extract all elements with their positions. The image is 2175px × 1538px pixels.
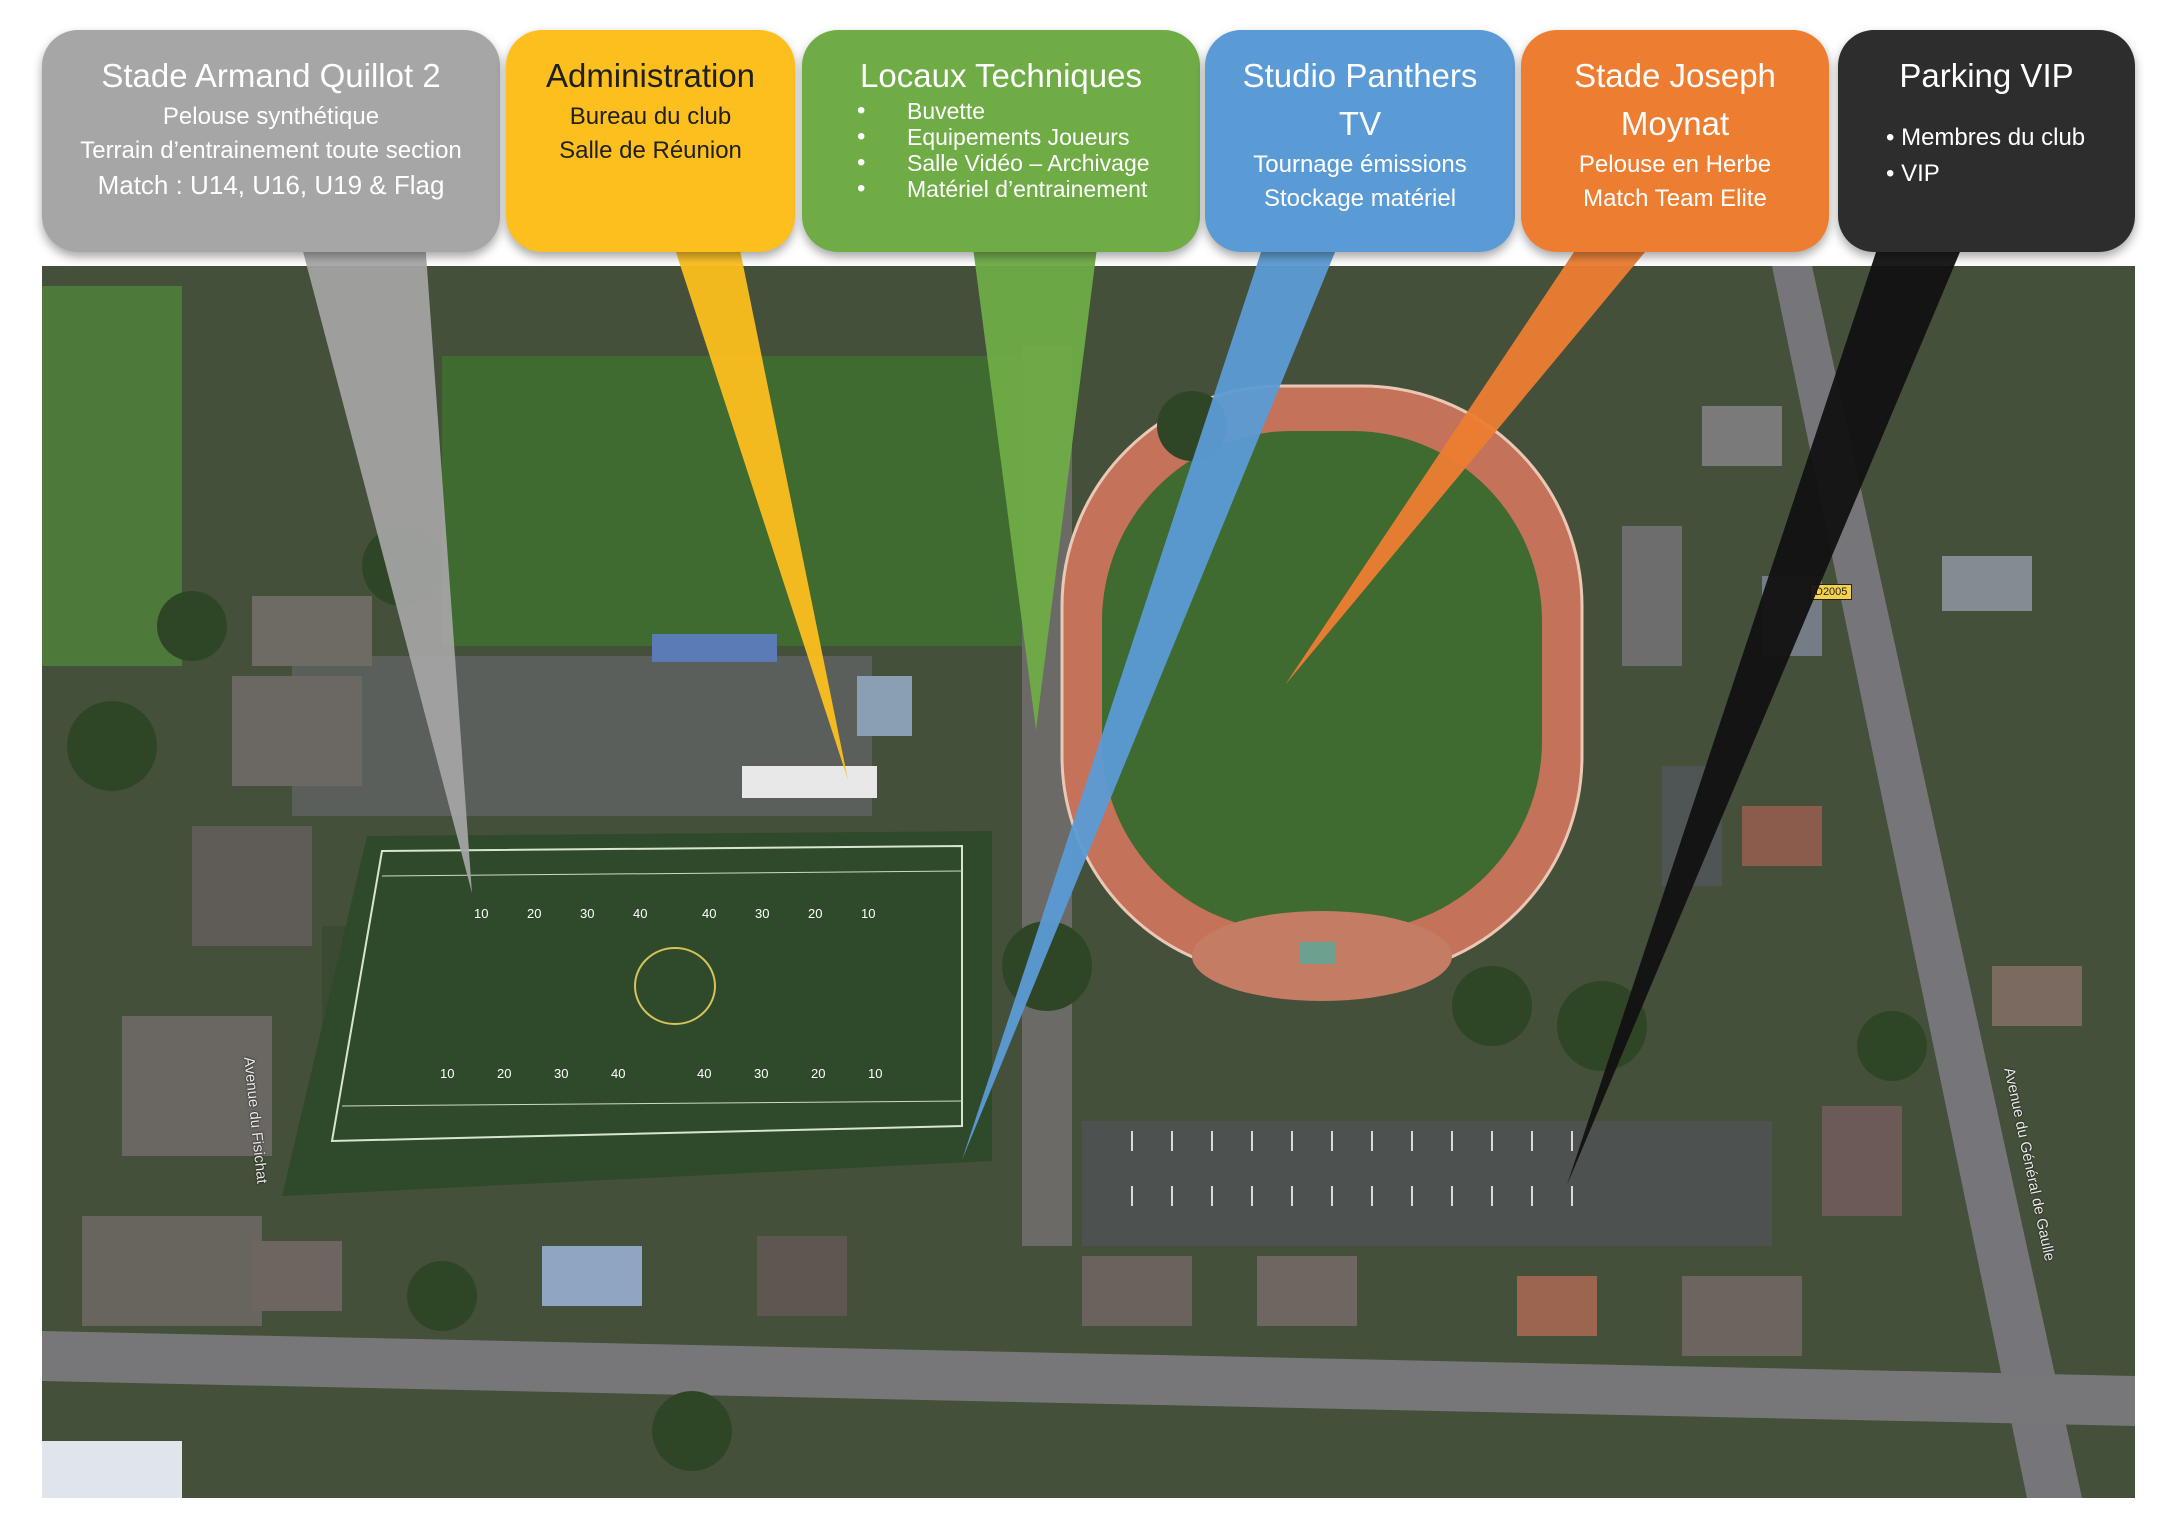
- list-item: Buvette: [857, 98, 1200, 124]
- callout-list: Buvette Equipements Joueurs Salle Vidéo …: [802, 98, 1200, 202]
- yard-number: 40: [697, 1066, 712, 1081]
- yard-number: 10: [474, 906, 489, 921]
- list-item: VIP: [1886, 156, 2135, 192]
- callout-line: Stockage matériel: [1263, 185, 1457, 212]
- callout-line: Match : U14, U16, U19 & Flag: [97, 170, 445, 200]
- callout-title: TV: [1338, 105, 1382, 142]
- callout-title: Studio Panthers: [1242, 57, 1478, 94]
- callout-line: Match Team Elite: [1583, 185, 1767, 212]
- road-shield-d2005: D2005: [1810, 584, 1853, 600]
- yard-number: 30: [554, 1066, 569, 1081]
- callout-line: Tournage émissions: [1253, 151, 1467, 178]
- yard-number: 20: [497, 1066, 512, 1081]
- callout-list: Membres du club VIP: [1838, 120, 2135, 192]
- callout-locaux-techniques: Locaux Techniques Buvette Equipements Jo…: [802, 30, 1200, 252]
- yard-number: 10: [440, 1066, 455, 1081]
- list-item: Salle Vidéo – Archivage: [857, 150, 1200, 176]
- admin-building: [742, 766, 877, 798]
- list-item: Equipements Joueurs: [857, 124, 1200, 150]
- callout-stade-joseph-moynat: Stade Joseph Moynat Pelouse en Herbe Mat…: [1521, 30, 1829, 252]
- callout-parking-vip: Parking VIP Membres du club VIP: [1838, 30, 2135, 252]
- list-item: Matériel d’entrainement: [857, 176, 1200, 202]
- synthetic-field: [282, 831, 992, 1196]
- athletics-stadium: [1060, 384, 1584, 1001]
- yard-number: 20: [811, 1066, 826, 1081]
- bottom-road: [42, 1331, 2135, 1426]
- callout-administration: Administration Bureau du club Salle de R…: [506, 30, 795, 252]
- callout-line: Salle de Réunion: [559, 137, 742, 164]
- callout-stade-armand-quillot-2: Stade Armand Quillot 2 Pelouse synthétiq…: [42, 30, 500, 252]
- upper-grass-field: [442, 356, 1067, 646]
- yard-number: 40: [611, 1066, 626, 1081]
- yard-number: 40: [633, 906, 648, 921]
- yard-number: 20: [808, 906, 823, 921]
- yard-number: 30: [580, 906, 595, 921]
- vip-parking: [1082, 1121, 1772, 1246]
- callout-title: Stade Armand Quillot 2: [101, 57, 441, 94]
- aerial-map: Avenue du Fisichat Avenue du Général de …: [42, 266, 2135, 1498]
- yard-number: 40: [702, 906, 717, 921]
- callout-studio-panthers-tv: Studio Panthers TV Tournage émissions St…: [1205, 30, 1515, 252]
- callout-line: Terrain d’entrainement toute section: [80, 137, 462, 164]
- yard-number: 20: [527, 906, 542, 921]
- callout-line: Pelouse synthétique: [162, 103, 380, 130]
- yard-number: 10: [861, 906, 876, 921]
- callout-title: Locaux Techniques: [860, 57, 1142, 94]
- yard-number: 10: [868, 1066, 883, 1081]
- callout-line: Bureau du club: [569, 103, 732, 130]
- aerial-map-drawing: [42, 266, 2135, 1498]
- yard-number: 30: [754, 1066, 769, 1081]
- natural-grass-field: [1102, 431, 1542, 931]
- yard-number: 30: [755, 906, 770, 921]
- callout-line: Pelouse en Herbe: [1578, 151, 1772, 178]
- callout-title: Parking VIP: [1899, 57, 2074, 94]
- callout-title: Administration: [545, 57, 756, 94]
- callout-title: Stade Joseph: [1574, 57, 1776, 94]
- callout-title: Moynat: [1620, 105, 1730, 142]
- list-item: Membres du club: [1886, 120, 2135, 156]
